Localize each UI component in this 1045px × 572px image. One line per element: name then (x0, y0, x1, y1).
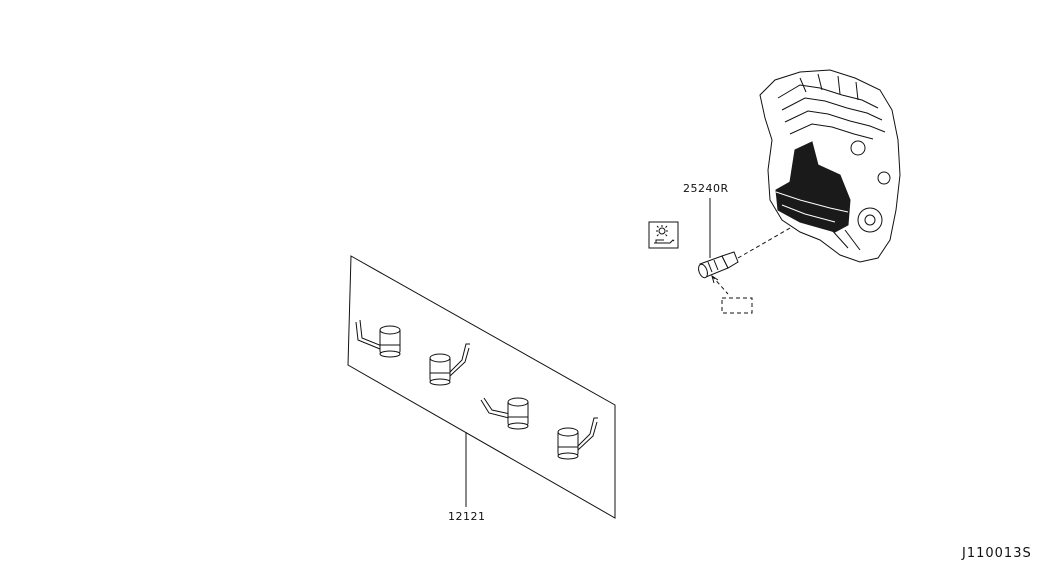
camshaft-position-sensor-icon (698, 251, 739, 279)
part-number-25240r: 25240R (683, 182, 729, 195)
dashed-bolt-line (711, 275, 729, 295)
engine-assembly-icon (759, 69, 901, 263)
piston-oil-jet-icon (557, 417, 598, 460)
dashed-mount-line (737, 227, 791, 259)
oil-warning-lamp-icon (648, 221, 679, 249)
piston-oil-jet-icon (480, 397, 529, 430)
piston-oil-jet-icon (429, 343, 470, 386)
bolt-reference-box (721, 297, 753, 314)
piston-oil-jet-icon (355, 319, 401, 358)
part-number-12121: 12121 (448, 510, 486, 523)
piston-oil-jet-panel (347, 255, 616, 519)
arrow-head-icon (711, 274, 719, 284)
drawing-id: J110013S (961, 546, 1032, 561)
